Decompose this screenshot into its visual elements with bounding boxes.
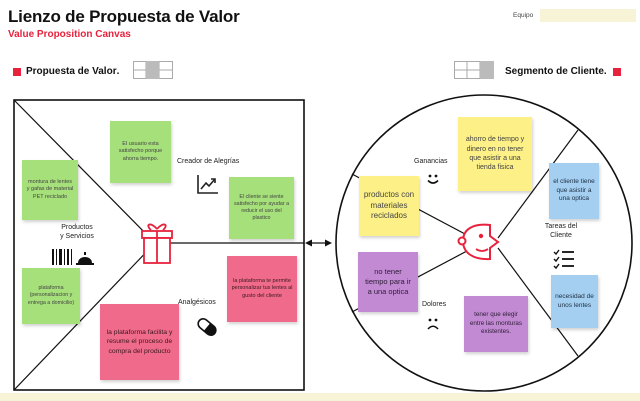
frown-icon [427, 318, 439, 330]
customer-segment-heading: Segmento de Cliente. [505, 66, 621, 77]
sticky-note-pain[interactable]: no tener tiempo para ir a una optica [358, 252, 418, 312]
sticky-note-customer-job[interactable]: el cliente tiene que asistir a una optic… [549, 163, 599, 219]
footer-strip [0, 393, 640, 401]
page-title: Lienzo de Propuesta de Valor [8, 7, 240, 26]
value-map-thumbnail-icon [133, 61, 173, 79]
team-name-field[interactable] [540, 9, 636, 22]
heading-marker [13, 67, 21, 76]
sticky-note-pain[interactable]: tener que elegir entre las monturas exis… [464, 296, 528, 352]
pain-relievers-label: Analgésicos [178, 299, 216, 306]
sticky-note-pain-reliever[interactable]: la plataforma facilita y resume el proce… [100, 304, 179, 380]
face-profile-icon [457, 223, 500, 261]
team-label: Equipo [513, 12, 534, 19]
value-proposition-heading-text: Propuesta de Valor [26, 66, 117, 77]
sticky-note-pain-reliever[interactable]: la plataforma te permite personalizar tu… [227, 256, 297, 322]
customer-jobs-label: Tareas del Cliente [544, 223, 578, 240]
pains-label: Dolores [422, 301, 447, 308]
customer-profile-circle [335, 94, 633, 392]
customer-segment-heading-text: Segmento de Cliente [505, 66, 604, 77]
value-map-square [13, 99, 305, 391]
customer-profile-divider [497, 129, 579, 239]
page-subtitle: Value Proposition Canvas [8, 29, 131, 40]
customer-profile-thumbnail-icon [454, 61, 494, 79]
sticky-note-gain[interactable]: ahorro de tiempo y dinero en no tener qu… [458, 117, 532, 191]
sticky-note-gain-creator[interactable]: El cliente se siente satisfecho por ayud… [229, 177, 294, 239]
sticky-note-product[interactable]: montura de lentes y gafas de material PE… [22, 160, 78, 220]
sticky-note-customer-job[interactable]: necesidad de unos lentes [551, 275, 598, 328]
barcode-icon [52, 249, 94, 265]
value-map-divider [13, 99, 156, 244]
pill-icon [197, 317, 217, 337]
heading-marker [612, 67, 621, 76]
value-map-divider [13, 242, 156, 391]
value-proposition-heading: Propuesta de Valor. [13, 66, 119, 77]
customer-profile-divider [497, 247, 579, 357]
sticky-note-gain[interactable]: productos con materiales reciclados [359, 176, 419, 236]
gift-icon [141, 223, 173, 264]
gain-creators-label: Creador de Alegrías [177, 158, 240, 165]
chart-up-icon [197, 175, 218, 194]
sticky-note-gain-creator[interactable]: El usuario esta satisfecho porque ahorra… [110, 121, 171, 183]
sticky-note-product[interactable]: plataforma (personalizacion y entrega a … [22, 268, 80, 324]
checklist-icon [553, 249, 574, 270]
products-services-label: Productos y Servicios [60, 224, 94, 241]
gains-label: Ganancias [414, 158, 448, 165]
smile-icon [427, 174, 439, 184]
